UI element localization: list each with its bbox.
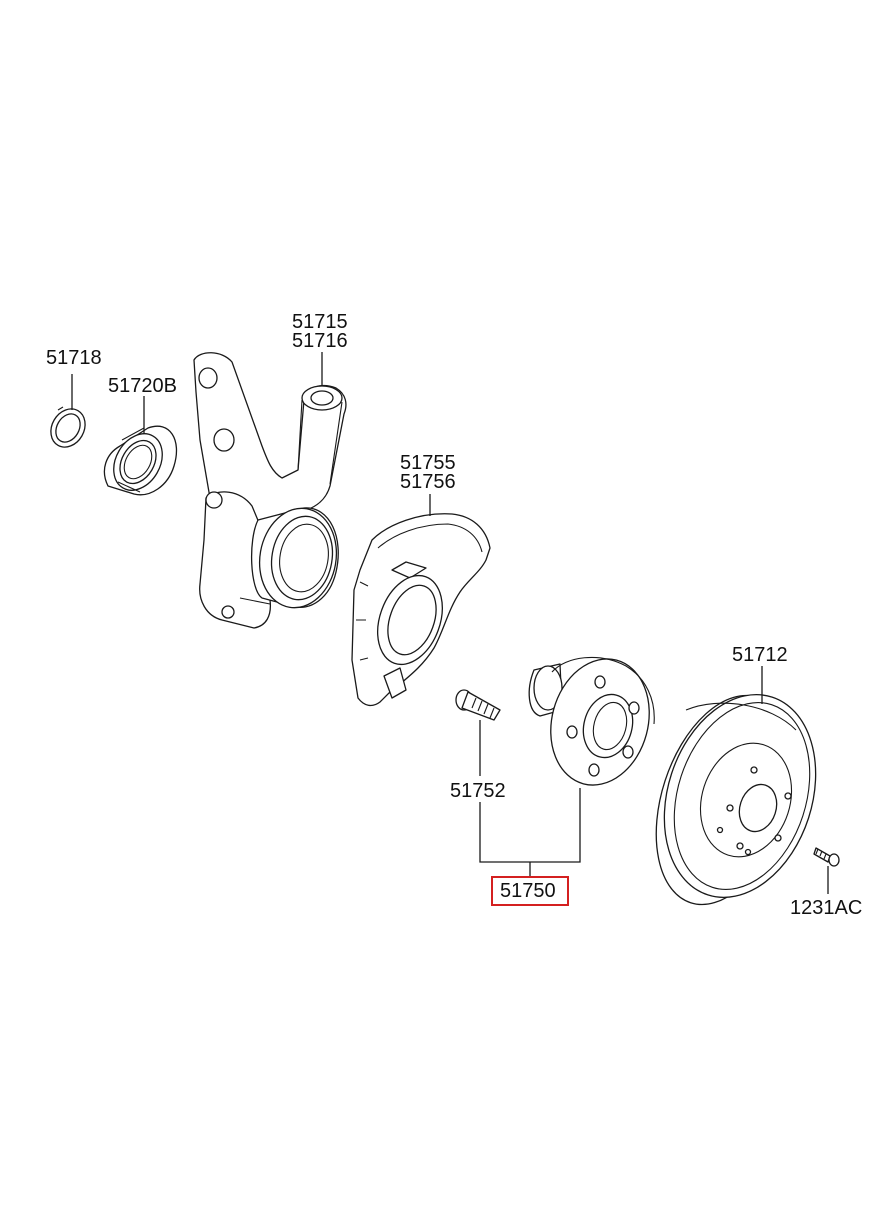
hub-bolt-part[interactable] — [455, 689, 501, 721]
part-label-51755[interactable]: 51755 — [400, 452, 456, 474]
part-label-1231ac[interactable]: 1231AC — [790, 897, 863, 919]
part-label-51750[interactable]: 51750 — [500, 880, 556, 902]
brake-disc-part[interactable] — [632, 675, 841, 922]
part-label-51720b[interactable]: 51720B — [108, 375, 177, 397]
highlighted-part-box — [491, 876, 569, 906]
wheel-bearing-part[interactable] — [103, 425, 178, 499]
part-label-51718[interactable]: 51718 — [46, 347, 102, 369]
leader-lines — [71, 352, 829, 894]
part-label-51756[interactable]: 51756 — [400, 471, 456, 493]
part-label-51752[interactable]: 51752 — [450, 780, 506, 802]
screw-part[interactable] — [813, 847, 840, 867]
snap-ring-part[interactable] — [44, 403, 92, 454]
dust-cover-part[interactable] — [351, 513, 491, 707]
wheel-hub-part[interactable] — [528, 648, 663, 796]
part-label-51712[interactable]: 51712 — [732, 644, 788, 666]
part-label-51716[interactable]: 51716 — [292, 330, 348, 352]
steering-knuckle-part[interactable] — [193, 352, 347, 629]
part-label-51715[interactable]: 51715 — [292, 311, 348, 333]
